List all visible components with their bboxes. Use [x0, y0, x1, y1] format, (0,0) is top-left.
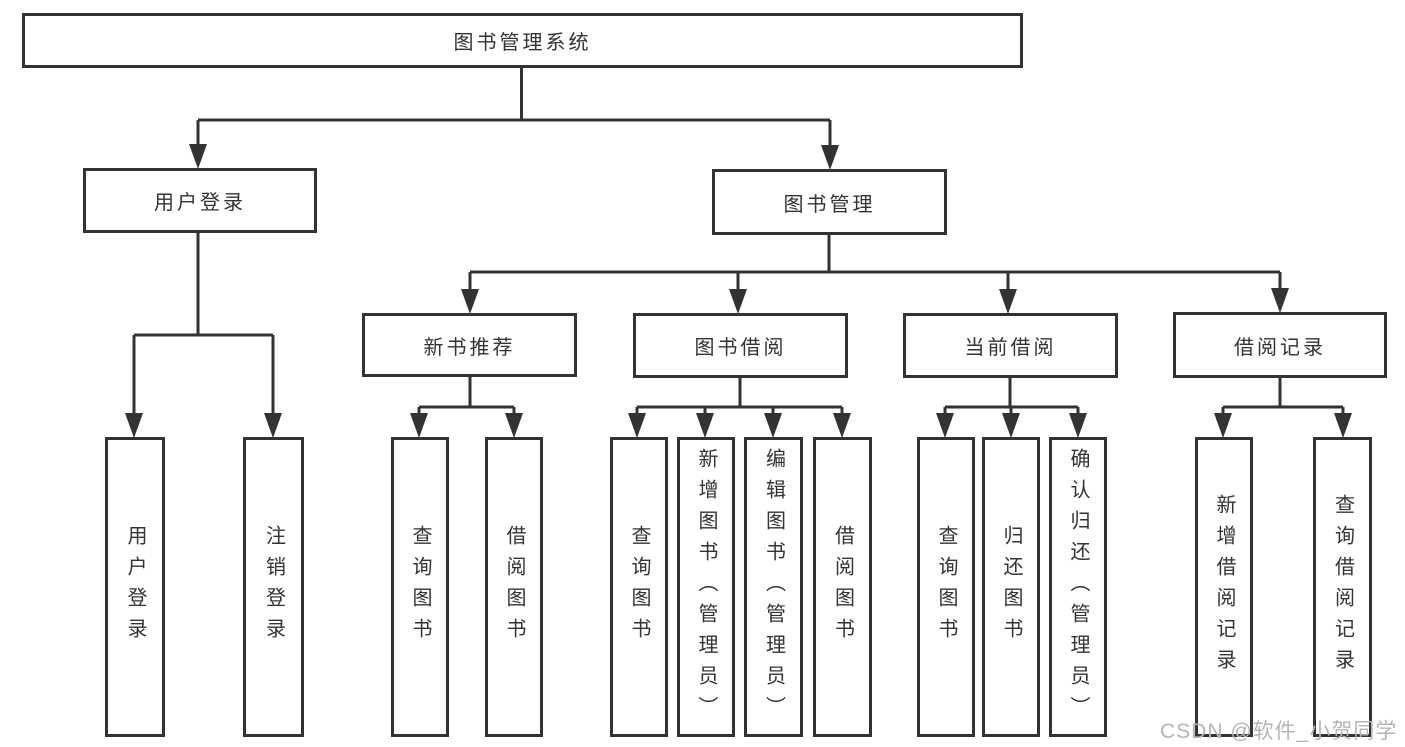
- leaf-edit-books-admin: 编辑图书（管理员）: [744, 437, 803, 737]
- leaf-user-login: 用户登录: [105, 437, 165, 737]
- node-label: 图书管理: [783, 193, 876, 216]
- node-label: 查询图书: [935, 525, 957, 649]
- node-root: 图书管理系统: [22, 13, 1023, 68]
- node-user-login: 用户登录: [83, 168, 317, 233]
- arrow-icon: [936, 413, 954, 438]
- arrow-icon: [833, 413, 851, 438]
- arrow-icon: [461, 289, 479, 314]
- leaf-query-books-borrow: 查询图书: [610, 437, 668, 737]
- node-label: 图书借阅: [694, 337, 787, 359]
- leaf-query-borrow-record: 查询借阅记录: [1313, 437, 1372, 737]
- node-label: 当前借阅: [964, 337, 1057, 359]
- arrow-icon: [1271, 288, 1289, 313]
- arrow-icon: [764, 413, 782, 438]
- arrow-icon: [696, 413, 714, 438]
- leaf-query-books-current: 查询图书: [917, 437, 975, 737]
- arrow-icon: [821, 145, 839, 170]
- node-label: 新增图书（管理员）: [695, 447, 717, 727]
- leaf-confirm-return-admin: 确认归还（管理员）: [1049, 437, 1107, 737]
- node-label: 查询图书: [409, 525, 431, 649]
- node-label: 归还图书: [1000, 525, 1022, 649]
- node-borrow-records: 借阅记录: [1173, 312, 1387, 378]
- node-label: 用户登录: [124, 525, 146, 649]
- node-label: 新书推荐: [423, 336, 516, 359]
- node-label: 借阅图书: [831, 525, 854, 649]
- arrow-icon: [264, 413, 282, 438]
- node-label: 查询图书: [628, 525, 650, 649]
- leaf-query-books-recommend: 查询图书: [391, 437, 449, 737]
- node-label: 注销登录: [262, 525, 285, 649]
- leaf-return-books: 归还图书: [982, 437, 1040, 737]
- arrow-icon: [729, 289, 747, 314]
- leaf-logout-login: 注销登录: [243, 437, 304, 737]
- node-book-management: 图书管理: [712, 169, 947, 235]
- arrow-icon: [189, 144, 207, 169]
- node-current-borrow: 当前借阅: [903, 313, 1118, 378]
- leaf-add-borrow-record: 新增借阅记录: [1195, 437, 1253, 737]
- node-label: 查询借阅记录: [1331, 494, 1354, 680]
- node-label: 借阅图书: [503, 525, 525, 649]
- leaf-add-books-admin: 新增图书（管理员）: [677, 437, 735, 737]
- arrow-icon: [505, 413, 523, 438]
- watermark: CSDN @软件_小贺同学: [1160, 720, 1398, 743]
- arrow-icon: [628, 413, 646, 438]
- node-new-book-recommend: 新书推荐: [362, 313, 577, 377]
- node-label: 用户登录: [154, 192, 246, 214]
- node-label: 借阅记录: [1234, 336, 1326, 359]
- node-label: 图书管理系统: [453, 32, 592, 54]
- node-label: 编辑图书（管理员）: [762, 447, 785, 727]
- arrow-icon: [999, 289, 1017, 314]
- arrow-icon: [1334, 413, 1352, 438]
- arrow-icon: [410, 413, 428, 438]
- arrow-icon: [1214, 413, 1232, 438]
- node-label: 确认归还（管理员）: [1067, 447, 1089, 727]
- arrow-icon: [1002, 413, 1020, 438]
- leaf-borrow-books-recommend: 借阅图书: [485, 437, 543, 737]
- arrow-icon: [1069, 413, 1087, 438]
- arrow-icon: [125, 413, 143, 438]
- node-label: 新增借阅记录: [1213, 494, 1235, 680]
- node-book-borrow: 图书借阅: [633, 313, 848, 378]
- arrowhead-group: [125, 144, 1352, 438]
- leaf-borrow-books: 借阅图书: [813, 437, 872, 737]
